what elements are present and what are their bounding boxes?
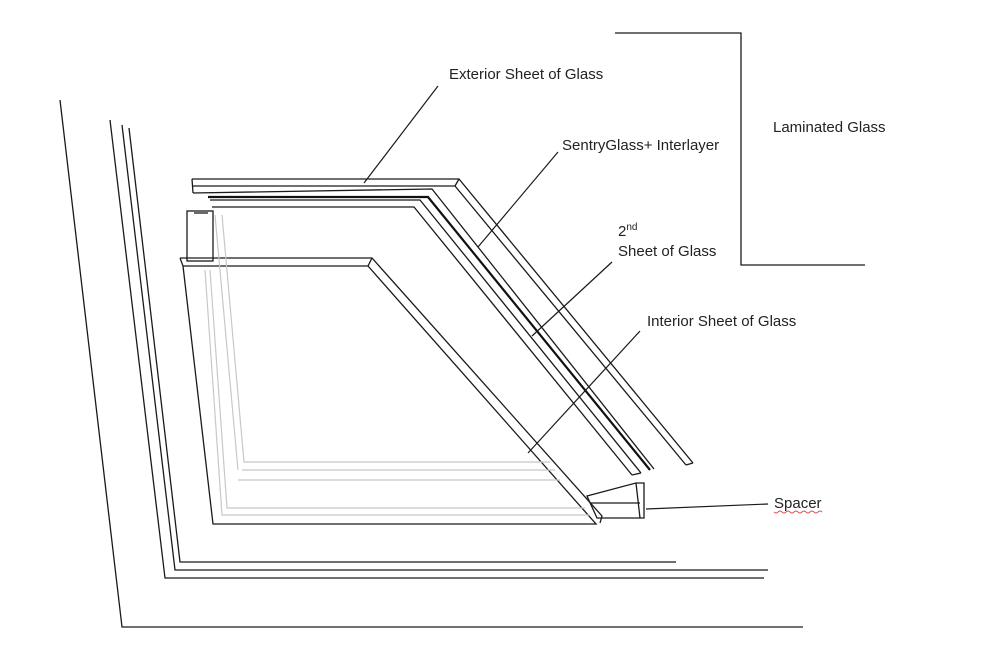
- spacer-block-left: [186, 210, 214, 262]
- laminated-bracket: [615, 32, 865, 266]
- label-second-num: 2: [618, 223, 626, 240]
- label-spacer: Spacer: [774, 495, 822, 512]
- second-glass-sheet: [210, 199, 642, 476]
- leader-lines: [363, 85, 769, 510]
- label-interlayer: SentryGlass+ Interlayer: [562, 137, 719, 154]
- label-second-sheet-text: Sheet of Glass: [618, 243, 716, 260]
- label-laminated-glass: Laminated Glass: [773, 119, 886, 136]
- window-frame: [59, 99, 803, 628]
- label-interior-sheet: Interior Sheet of Glass: [647, 313, 796, 330]
- spellcheck-underline: [773, 510, 823, 514]
- interlayer: [192, 188, 655, 471]
- label-second-sup: nd: [626, 222, 637, 233]
- spacer-block: [586, 482, 645, 519]
- exterior-glass-sheet: [191, 178, 694, 466]
- interior-glass-sheet: [179, 257, 603, 525]
- label-exterior-sheet: Exterior Sheet of Glass: [449, 66, 603, 83]
- label-second-sheet: 2nd: [618, 222, 637, 240]
- inner-glass-edges: [204, 214, 590, 516]
